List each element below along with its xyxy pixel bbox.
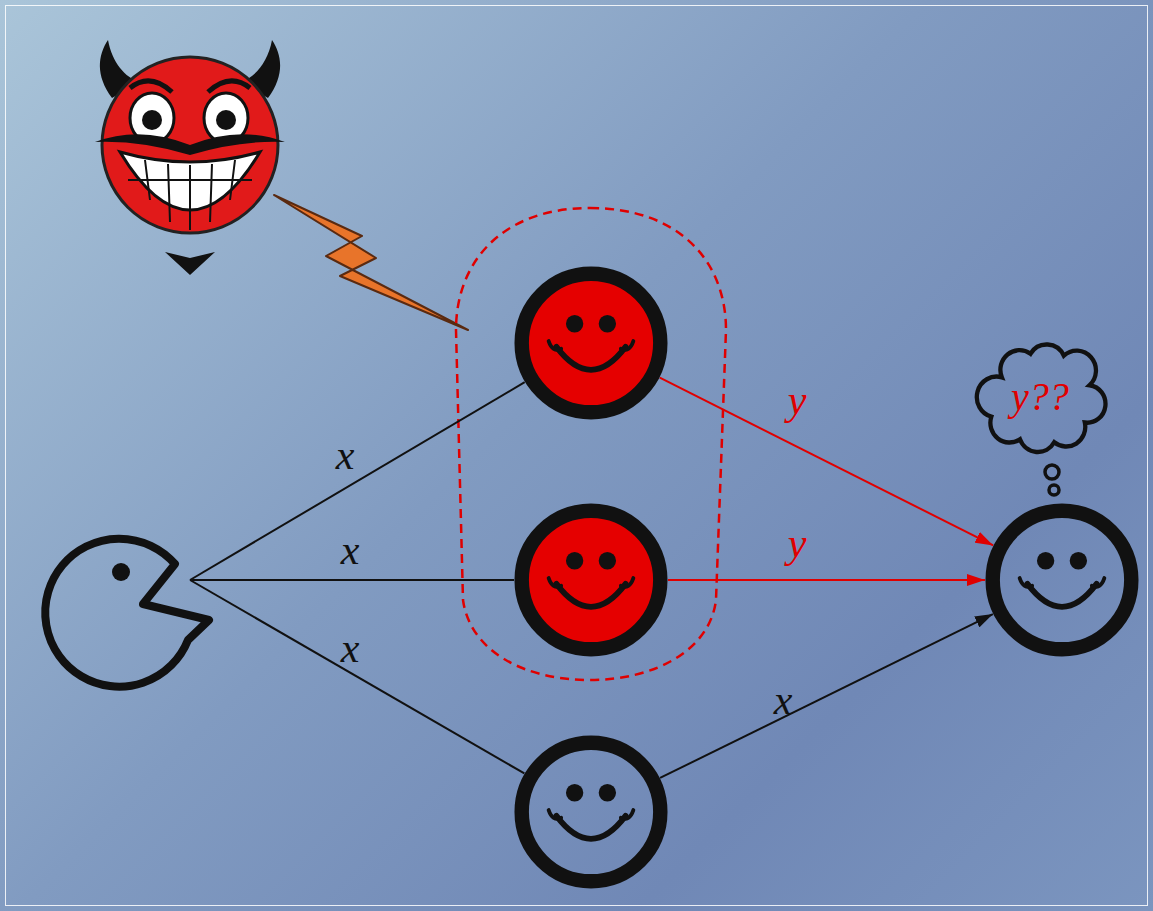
thought-dot — [1045, 465, 1059, 479]
message-label: y — [788, 522, 807, 564]
smiley-red-outline — [514, 503, 668, 657]
sender-node — [35, 532, 213, 692]
message-arrow — [668, 579, 985, 581]
message-arrow — [660, 614, 993, 778]
message-arrow — [660, 378, 993, 546]
message-label: x — [341, 529, 360, 571]
smiley-outline — [514, 735, 668, 889]
pacman-outline — [35, 532, 213, 692]
thought-dot — [1049, 485, 1059, 495]
faulty-node — [514, 266, 668, 420]
honest-node — [514, 735, 668, 889]
faulty-node — [514, 503, 668, 657]
lightning-bolt — [274, 195, 468, 330]
smiley-outline — [985, 503, 1139, 657]
smiley-red-outline — [514, 266, 668, 420]
devil-figure — [95, 40, 285, 275]
faulty-group-outline — [456, 208, 726, 680]
message-arrow — [190, 382, 525, 580]
message-label: x — [774, 679, 793, 721]
thought-bubble: y?? — [978, 338, 1102, 456]
receiver-node — [985, 503, 1139, 657]
message-label: x — [341, 627, 360, 669]
message-label: x — [336, 434, 355, 476]
message-arrow — [190, 580, 524, 773]
thought-text: y?? — [1011, 377, 1069, 417]
message-label: y — [788, 379, 807, 421]
message-arrow — [190, 579, 514, 581]
